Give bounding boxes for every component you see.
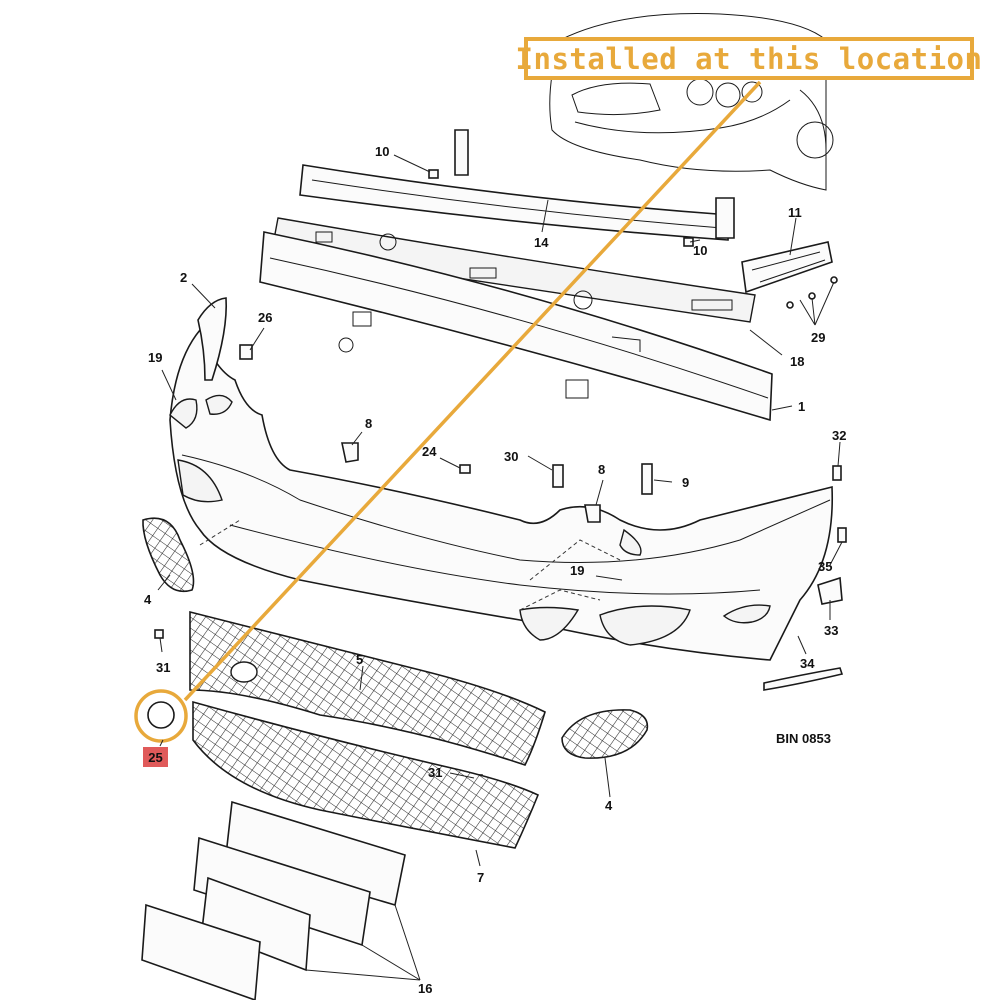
part-34-trim [763, 667, 844, 691]
diagram-code: BIN 0853 [776, 731, 831, 746]
label-2: 2 [180, 270, 187, 285]
label-19-right: 19 [570, 563, 584, 578]
label-1: 1 [798, 399, 805, 414]
label-4-right: 4 [605, 798, 613, 813]
label-8-left: 8 [365, 416, 372, 431]
label-14: 14 [534, 235, 549, 250]
highlight-ring [134, 689, 188, 743]
label-31-lower: 31 [428, 765, 442, 780]
part-7-lower-grille [192, 700, 540, 849]
label-7: 7 [477, 870, 484, 885]
fasteners [154, 169, 847, 784]
label-31-left: 31 [156, 660, 170, 675]
part-25-cap [147, 701, 175, 729]
part-1-main-beam [259, 231, 773, 422]
label-8-right: 8 [598, 462, 605, 477]
part-4-left-grille [142, 517, 195, 593]
vehicle-reference [549, 13, 834, 191]
part-2-strip [197, 297, 228, 381]
part-5-upper-grille [189, 610, 546, 766]
label-4-left: 4 [144, 592, 152, 607]
part-labels: 10 14 10 11 2 26 19 29 18 1 8 24 30 8 9 … [144, 144, 846, 996]
label-9: 9 [682, 475, 689, 490]
label-35: 35 [818, 559, 832, 574]
part-11-side-bracket [741, 241, 833, 294]
label-11: 11 [788, 205, 802, 220]
label-33: 33 [824, 623, 838, 638]
label-10-top: 10 [375, 144, 389, 159]
fog-lamp-aperture [230, 661, 258, 683]
label-10-right: 10 [693, 243, 707, 258]
part-4-right-grille [561, 709, 649, 759]
label-leaders [157, 154, 843, 981]
installed-location-callout: Installed at this location [516, 37, 982, 80]
label-16: 16 [418, 981, 432, 996]
label-32: 32 [832, 428, 846, 443]
part-14-reinforcement [299, 129, 735, 241]
highlight-leader-line [183, 80, 762, 702]
callout-text: Installed at this location [515, 41, 983, 76]
label-5: 5 [356, 652, 363, 667]
label-25: 25 [148, 749, 163, 765]
part-25-badge: 25 [143, 747, 168, 767]
label-24: 24 [422, 444, 437, 459]
label-26: 26 [258, 310, 272, 325]
label-34: 34 [800, 656, 815, 671]
label-29: 29 [811, 330, 825, 345]
part-16-plate-brackets [141, 800, 406, 1000]
label-30: 30 [504, 449, 518, 464]
label-19-left: 19 [148, 350, 162, 365]
label-18: 18 [790, 354, 804, 369]
